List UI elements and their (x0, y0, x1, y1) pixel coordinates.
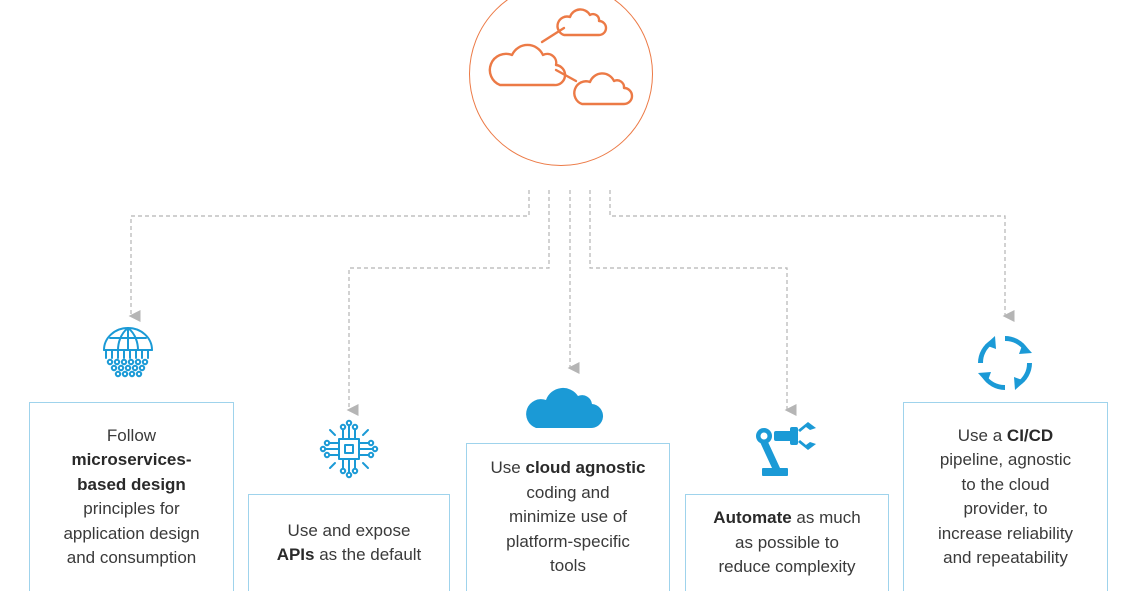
principle-text-microservices: Follow microservices- based design princ… (63, 425, 200, 568)
connector-5 (609, 190, 1015, 322)
principle-card-apis: Use and expose APIs as the default (248, 494, 450, 591)
cycle-arrows-icon (972, 330, 1038, 401)
api-chip-icon (318, 418, 380, 485)
connector-2 (346, 190, 550, 416)
principle-card-microservices: Follow microservices- based design princ… (29, 402, 234, 591)
robot-arm-icon (750, 418, 822, 485)
principle-card-automate: Automate as much as possible to reduce c… (685, 494, 889, 591)
multi-cloud-network-icon (488, 8, 634, 106)
principle-text-apis: Use and expose APIs as the default (276, 520, 422, 565)
globe-network-icon (96, 320, 160, 389)
hub-circle (469, 0, 653, 166)
principle-card-cicd: Use a CI/CD pipeline, agnostic to the cl… (903, 402, 1108, 591)
cloud-icon (524, 384, 604, 435)
principle-card-cloud-agnostic: Use cloud agnostic coding and minimize u… (466, 443, 670, 591)
principle-text-automate: Automate as much as possible to reduce c… (713, 508, 861, 577)
principle-text-cicd: Use a CI/CD pipeline, agnostic to the cl… (937, 425, 1074, 568)
connector-1 (128, 190, 530, 322)
principle-text-cloud-agnostic: Use cloud agnostic coding and minimize u… (490, 458, 646, 576)
connector-4 (589, 190, 797, 416)
